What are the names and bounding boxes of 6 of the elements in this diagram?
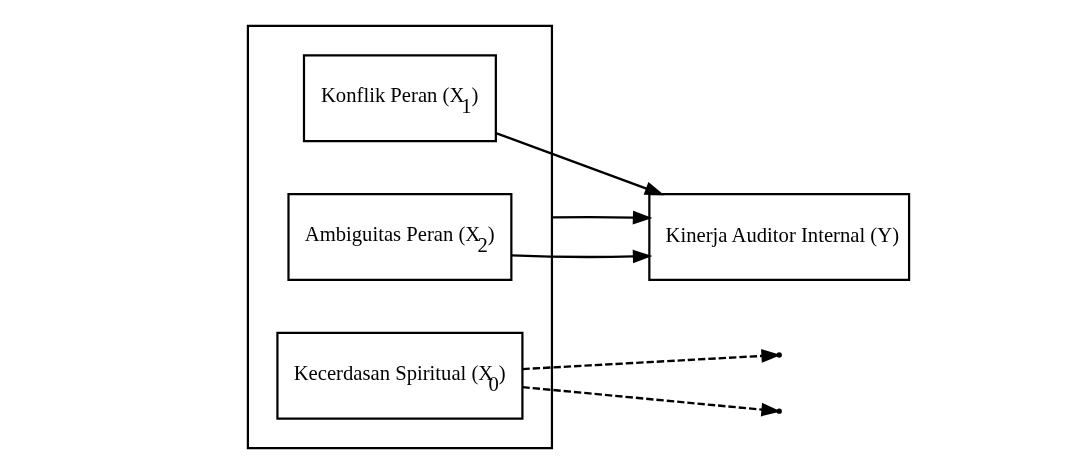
- arrow: [522, 349, 781, 371]
- arrow: [511, 249, 652, 264]
- arrow: [494, 132, 664, 196]
- cluster: [246, 24, 553, 450]
- arrow: [551, 210, 652, 225]
- node-box: Kinerja Auditor Internal (Y): [647, 193, 910, 281]
